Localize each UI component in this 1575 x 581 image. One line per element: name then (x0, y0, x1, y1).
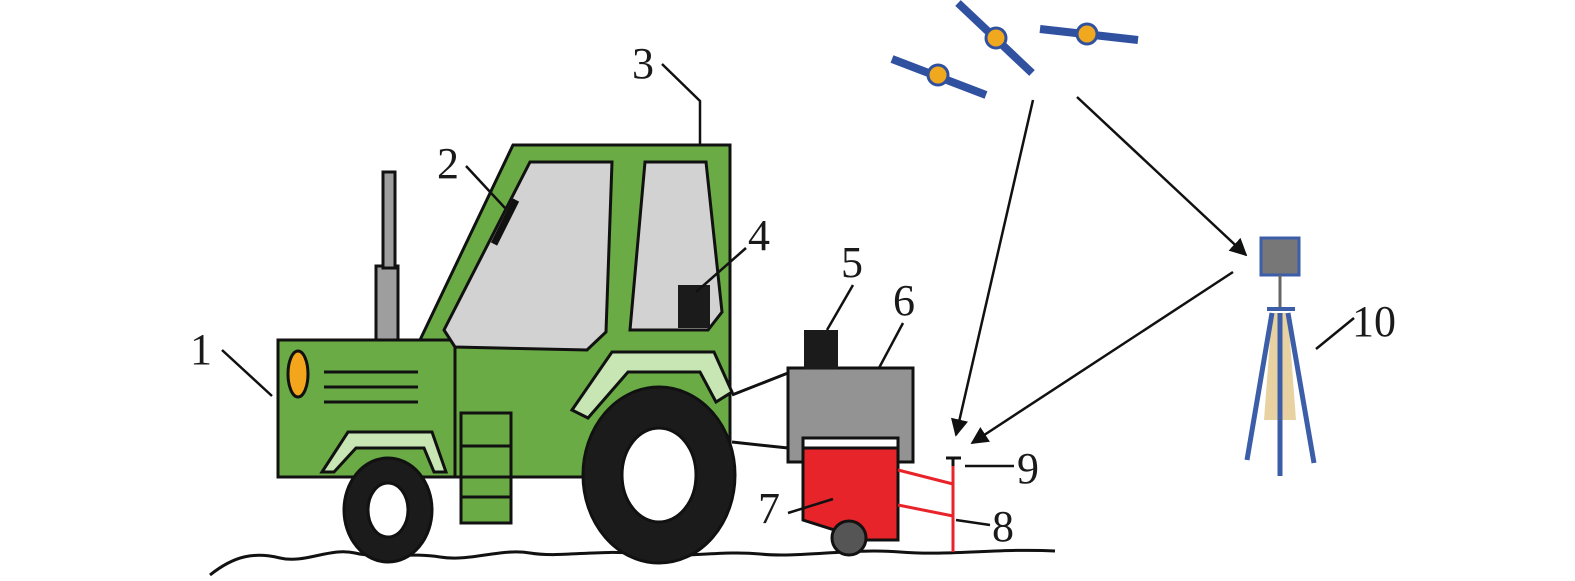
component-2-marker (490, 198, 520, 246)
satellite-icon (1039, 22, 1139, 46)
exhaust-pipe (374, 264, 400, 344)
step-ladder (459, 411, 513, 525)
component-8-frame (897, 503, 954, 518)
tripod-base-station-icon (1244, 236, 1317, 476)
component-6-device (786, 366, 915, 464)
component-5-box (804, 330, 838, 369)
leader-line-2 (465, 165, 506, 209)
front-wheel-hub (366, 481, 410, 539)
leader-line-7 (787, 497, 834, 515)
exhaust-pipe-top (381, 170, 397, 270)
front-window (442, 160, 614, 352)
label-4: 4 (748, 211, 770, 260)
leader-line-1 (221, 349, 273, 397)
hitch-lower (731, 440, 789, 450)
label-1: 1 (190, 325, 212, 374)
label-3: 3 (632, 39, 654, 88)
label-9: 9 (1017, 444, 1039, 493)
leader-line-6 (877, 322, 905, 369)
label-7: 7 (758, 484, 780, 533)
headlight (286, 349, 310, 399)
base-station-antenna (1259, 236, 1301, 277)
leader-line-4 (695, 247, 747, 293)
label-8: 8 (992, 502, 1014, 551)
leader-line-3 (661, 63, 702, 145)
signal-arrow-base-to-rover (970, 270, 1234, 445)
leader-line-8 (955, 518, 991, 527)
label-5: 5 (841, 238, 863, 287)
signal-arrow-sat-to-rover (951, 99, 1035, 437)
label-6: 6 (893, 276, 915, 325)
component-4-box (678, 285, 710, 328)
label-2: 2 (437, 139, 459, 188)
rear-wheel-hub (620, 426, 698, 524)
front-fender (319, 430, 449, 474)
satellite-icon (955, 0, 1035, 76)
tractor (276, 143, 737, 565)
satellite-icon (890, 55, 988, 99)
ground-line (209, 548, 1056, 577)
rear-fender (569, 350, 734, 420)
leader-line-5 (825, 284, 855, 331)
label-10: 10 (1352, 297, 1396, 346)
trailer-wheel (830, 519, 868, 557)
leader-line-10 (1315, 317, 1355, 350)
component-8-frame (897, 468, 954, 486)
hitch-upper (731, 371, 789, 397)
signal-arrow-sat-to-base (1076, 96, 1248, 257)
